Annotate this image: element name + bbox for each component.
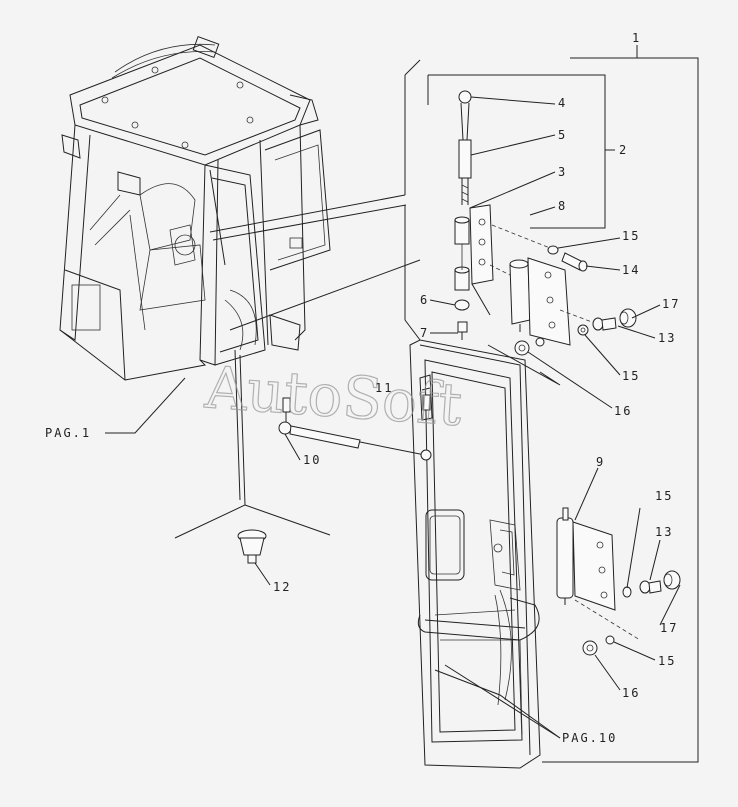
label-13-upper: 13 <box>658 331 676 345</box>
hinge-8 <box>509 257 571 346</box>
cap-17-lower <box>663 570 681 590</box>
label-9: 9 <box>596 455 605 469</box>
label-16-b: 16 <box>622 686 640 700</box>
screw-13-upper <box>592 317 617 331</box>
label-5: 5 <box>558 128 567 142</box>
label-10: 10 <box>303 453 321 467</box>
door-frame <box>409 339 541 769</box>
label-13-lower: 13 <box>655 525 673 539</box>
label-4: 4 <box>558 96 567 110</box>
gas-spring-10 <box>278 394 432 461</box>
label-8: 8 <box>558 199 567 213</box>
label-3: 3 <box>558 165 567 179</box>
label-15-a: 15 <box>622 229 640 243</box>
label-16-a: 16 <box>614 404 632 418</box>
label-14: 14 <box>622 263 640 277</box>
screw-13-lower <box>639 580 662 594</box>
label-6: 6 <box>420 293 429 307</box>
label-15-b: 15 <box>622 369 640 383</box>
gas-strut <box>458 90 472 205</box>
bushing-stack <box>454 216 470 340</box>
label-11: 11 <box>375 381 393 395</box>
label-pag-1: PAG.1 <box>45 426 91 440</box>
bumper-12 <box>237 529 267 564</box>
label-1: 1 <box>632 31 641 45</box>
label-7: 7 <box>420 326 429 340</box>
hinge-plate-upper <box>469 204 494 316</box>
label-15-c: 15 <box>655 489 673 503</box>
label-17-b: 17 <box>660 621 678 635</box>
label-2: 2 <box>619 143 628 157</box>
label-12: 12 <box>273 580 291 594</box>
cab-drawing <box>59 36 331 381</box>
label-pag-10: PAG.10 <box>562 731 617 745</box>
label-17-a: 17 <box>662 297 680 311</box>
hinge-9 <box>556 507 616 611</box>
label-15-d: 15 <box>658 654 676 668</box>
bolt-14 <box>561 252 588 272</box>
cap-17-upper <box>619 308 637 328</box>
